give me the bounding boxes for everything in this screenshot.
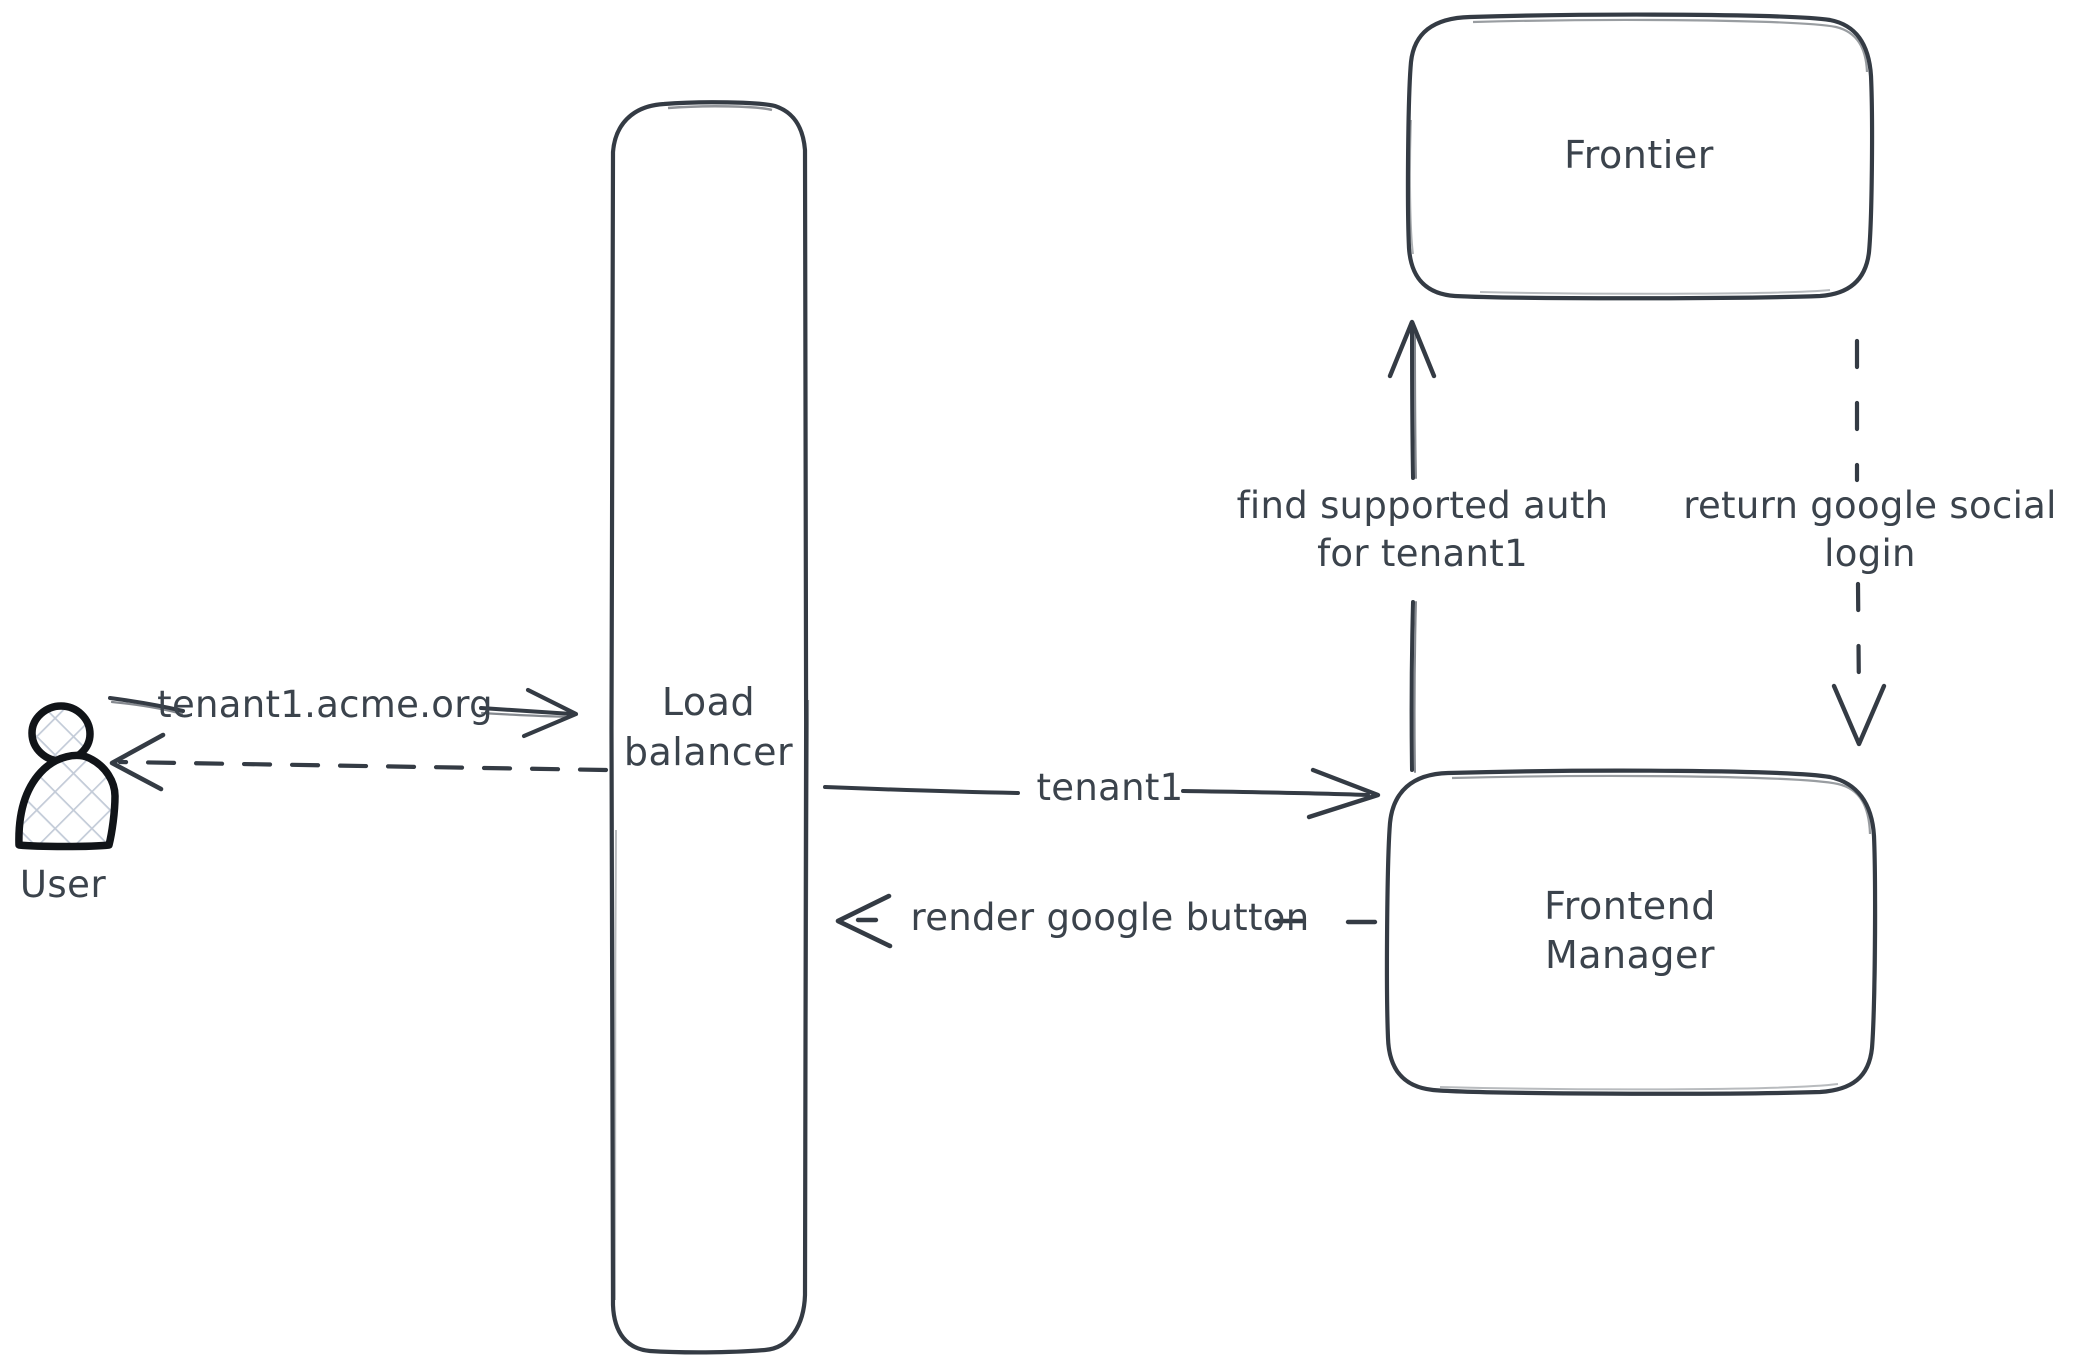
person-icon xyxy=(15,702,119,851)
edge-fmanager-to-lb xyxy=(835,893,1378,949)
node-frontier[interactable] xyxy=(1405,12,1875,301)
edge-lb-to-user xyxy=(109,732,609,792)
edge-frontier-to-fmanager xyxy=(1831,338,1887,747)
node-frontend-manager[interactable] xyxy=(1384,768,1878,1096)
node-load-balancer[interactable] xyxy=(609,100,810,1355)
edge-lb-to-fmanager xyxy=(823,767,1381,820)
edge-fmanager-to-frontier xyxy=(1387,319,1437,773)
edge-user-to-lb xyxy=(108,687,579,739)
